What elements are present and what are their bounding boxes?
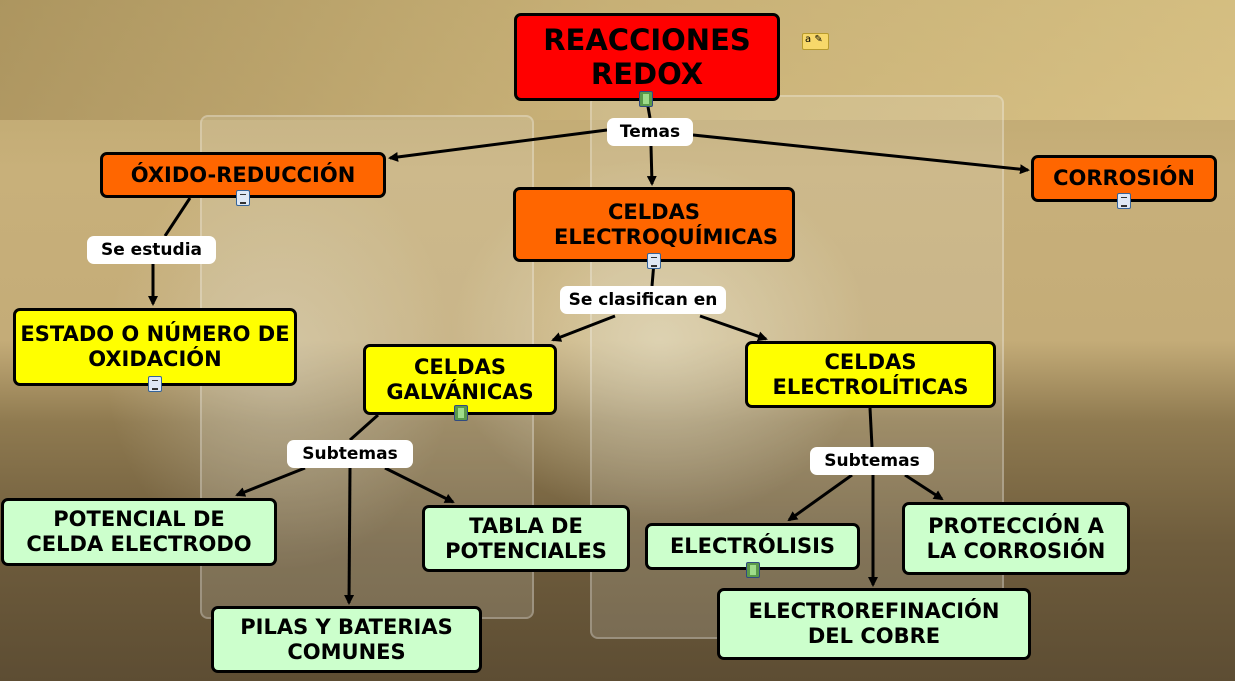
- concept-label: PILAS Y BATERIAS COMUNES: [240, 614, 453, 664]
- document-resource-icon[interactable]: [148, 376, 162, 392]
- link-label-subtemas-electroliticas[interactable]: Subtemas: [810, 447, 934, 475]
- video-resource-icon[interactable]: [639, 91, 653, 107]
- document-resource-icon[interactable]: [647, 253, 661, 269]
- arrow-subtemas-pilas: [344, 467, 355, 605]
- annotation-note-icon[interactable]: a ✎: [802, 33, 829, 50]
- video-resource-icon[interactable]: [746, 562, 760, 578]
- arrow-temas-celdas: [646, 145, 657, 186]
- arrow-seclasifican-electroliticas: [699, 314, 768, 342]
- concept-label: ÓXIDO-REDUCCIÓN: [130, 162, 356, 187]
- arrow-subtemas-tabla: [384, 466, 455, 504]
- note-icon-letter: a: [805, 34, 812, 45]
- arrow-seclasifican-galvanicas: [551, 314, 616, 342]
- document-resource-icon[interactable]: [236, 190, 250, 206]
- arrow-subtemas-proteccion: [904, 473, 944, 501]
- link-label-subtemas-galvanicas[interactable]: Subtemas: [287, 440, 413, 468]
- concept-proteccion-corrosion[interactable]: PROTECCIÓN A LA CORROSIÓN: [902, 502, 1130, 575]
- concept-label: ELECTRÓLISIS: [669, 534, 836, 559]
- concept-label: POTENCIAL DE CELDA ELECTRODO: [26, 507, 252, 556]
- link-label-se-clasifican[interactable]: Se clasifican en: [560, 286, 726, 314]
- concept-electrorefinacion-cobre[interactable]: ELECTROREFINACIÓN DEL COBRE: [717, 588, 1031, 660]
- line-galvanicas-subtemas: [349, 413, 379, 442]
- concept-label: ELECTROREFINACIÓN DEL COBRE: [748, 599, 1000, 648]
- concept-potencial-celda[interactable]: POTENCIAL DE CELDA ELECTRODO: [1, 498, 277, 566]
- video-resource-icon[interactable]: [454, 405, 468, 421]
- concept-label: ESTADO O NÚMERO DE OXIDACIÓN: [20, 322, 290, 371]
- document-resource-icon[interactable]: [1117, 193, 1131, 209]
- arrow-subtemas-potencial: [235, 466, 306, 497]
- link-label-temas[interactable]: Temas: [607, 118, 693, 146]
- concept-label: CORROSIÓN: [1053, 166, 1195, 191]
- arrow-temas-oxido: [388, 128, 608, 162]
- concept-label: CELDAS GALVÁNICAS: [386, 354, 534, 404]
- line-electroliticas-subtemas: [868, 407, 874, 448]
- concept-reacciones-redox[interactable]: REACCIONES REDOX: [514, 13, 780, 101]
- concept-label: PROTECCIÓN A LA CORROSIÓN: [926, 513, 1106, 563]
- arrow-temas-corrosion: [692, 133, 1030, 175]
- concept-label: TABLA DE POTENCIALES: [445, 513, 607, 563]
- concept-pilas-baterias[interactable]: PILAS Y BATERIAS COMUNES: [211, 606, 482, 673]
- concept-label: CELDAS ELECTROLÍTICAS: [772, 349, 969, 399]
- concept-celdas-electroliticas[interactable]: CELDAS ELECTROLÍTICAS: [745, 341, 996, 408]
- concept-tabla-potenciales[interactable]: TABLA DE POTENCIALES: [422, 505, 630, 572]
- concept-estado-oxidacion[interactable]: ESTADO O NÚMERO DE OXIDACIÓN: [13, 308, 297, 386]
- concept-label: CELDAS ELECTROQUÍMICAS: [554, 199, 779, 249]
- concept-celdas-electroquimicas[interactable]: CELDAS ELECTROQUÍMICAS: [513, 187, 795, 262]
- line-oxido-seestudia: [163, 197, 192, 237]
- arrow-subtemas-electrolisis: [787, 473, 853, 522]
- link-label-se-estudia[interactable]: Se estudia: [87, 236, 216, 264]
- concept-label: REACCIONES REDOX: [543, 22, 751, 91]
- concept-celdas-galvanicas[interactable]: CELDAS GALVÁNICAS: [363, 344, 557, 415]
